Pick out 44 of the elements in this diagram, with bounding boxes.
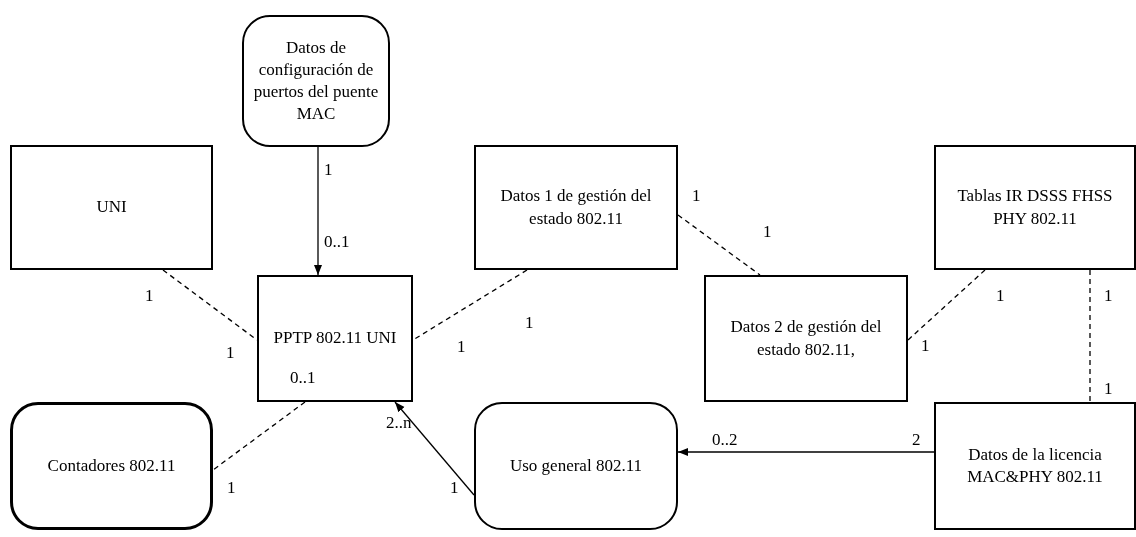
entity-name: Datos 1 de gestión del estado 802.11 bbox=[499, 185, 653, 230]
multiplicity-label: 1 bbox=[1104, 379, 1113, 399]
multiplicity-label: 1 bbox=[450, 478, 459, 498]
entity-box bbox=[474, 145, 678, 270]
multiplicity-label: 1 bbox=[227, 478, 236, 498]
entity-name: Uso general 802.11 bbox=[509, 454, 642, 477]
multiplicity-label: 1 bbox=[921, 336, 930, 356]
association-line bbox=[212, 401, 306, 471]
association-line bbox=[677, 214, 761, 276]
rounded-entity-box bbox=[474, 402, 678, 530]
arrow bbox=[314, 146, 322, 276]
arrow bbox=[677, 448, 935, 456]
entity-name: Datos 2 de gestión del estado 802.11, bbox=[729, 316, 883, 361]
rounded-entity-box bbox=[10, 402, 213, 530]
rounded-entity-box bbox=[242, 15, 390, 147]
multiplicity-label: 0..1 bbox=[290, 368, 316, 388]
association-line bbox=[1089, 269, 1091, 403]
multiplicity-label: 1 bbox=[763, 222, 772, 242]
multiplicity-label: 0..2 bbox=[712, 430, 738, 450]
entity-name: UNI bbox=[96, 196, 127, 219]
entity-box bbox=[934, 145, 1136, 270]
entity-box bbox=[257, 275, 413, 402]
entity-name: PPTP 802.11 UNI bbox=[273, 327, 397, 350]
entity-box bbox=[704, 275, 908, 402]
multiplicity-label: 2..n bbox=[386, 413, 412, 433]
entity-name: Datos de la licencia MAC&PHY 802.11 bbox=[966, 443, 1104, 488]
entity-name: Tablas IR DSSS FHSS PHY 802.11 bbox=[956, 185, 1114, 230]
multiplicity-label: 0..1 bbox=[324, 232, 350, 252]
association-line bbox=[412, 269, 528, 341]
arrow bbox=[394, 401, 475, 496]
multiplicity-label: 1 bbox=[145, 286, 154, 306]
multiplicity-label: 2 bbox=[912, 430, 921, 450]
multiplicity-label: 1 bbox=[525, 313, 534, 333]
multiplicity-label: 1 bbox=[324, 160, 333, 180]
entity-box bbox=[934, 402, 1136, 530]
multiplicity-label: 1 bbox=[1104, 286, 1113, 306]
entity-box bbox=[10, 145, 213, 270]
multiplicity-label: 1 bbox=[457, 337, 466, 357]
entity-name: Contadores 802.11 bbox=[47, 454, 176, 477]
entity-name: Datos de configuración de puertos del puente MAC bbox=[252, 36, 380, 126]
multiplicity-label: 1 bbox=[226, 343, 235, 363]
multiplicity-label: 1 bbox=[692, 186, 701, 206]
multiplicity-label: 1 bbox=[996, 286, 1005, 306]
association-line bbox=[907, 269, 986, 341]
